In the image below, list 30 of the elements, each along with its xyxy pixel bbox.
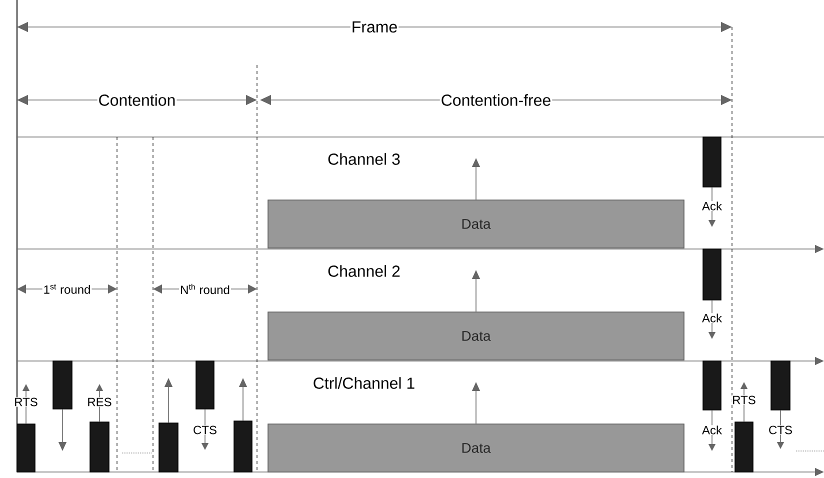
- channel-label: Ctrl/Channel 1: [314, 377, 414, 389]
- signal-bar: [702, 360, 722, 410]
- dimension-label: Contention-free: [440, 93, 552, 107]
- dimension-label: Frame: [350, 20, 399, 34]
- edge-label: RTS: [733, 396, 756, 404]
- signal-bar: [702, 136, 722, 188]
- signal-bar: [770, 360, 790, 410]
- signal-bar: [158, 422, 178, 472]
- edge-label: CTS: [194, 426, 216, 434]
- data-box: Data: [268, 200, 684, 248]
- dimension-label: 1$^{st}$ round: [42, 283, 92, 295]
- edge-label: Ack: [702, 314, 722, 322]
- channel-label: Channel 2: [328, 265, 400, 277]
- signal-bar: [234, 420, 252, 472]
- edge-label: CTS: [769, 426, 792, 434]
- signal-bar: [702, 248, 722, 300]
- edge-label: RTS: [15, 398, 38, 406]
- dimension-label: Contention: [97, 93, 177, 107]
- channel-label: Channel 3: [328, 153, 400, 165]
- signal-bar: [196, 360, 214, 410]
- dimension-label: N$^{th}$ round: [179, 282, 231, 296]
- data-box: Data: [268, 312, 684, 360]
- signal-bar: [90, 422, 110, 472]
- signal-bar: [734, 422, 754, 472]
- edge-label: RES: [88, 398, 112, 406]
- edge-label: Ack: [702, 426, 722, 434]
- signal-bar: [16, 424, 36, 472]
- signal-bar: [52, 360, 72, 410]
- edge-label: Ack: [702, 202, 722, 210]
- data-box: Data: [268, 424, 684, 472]
